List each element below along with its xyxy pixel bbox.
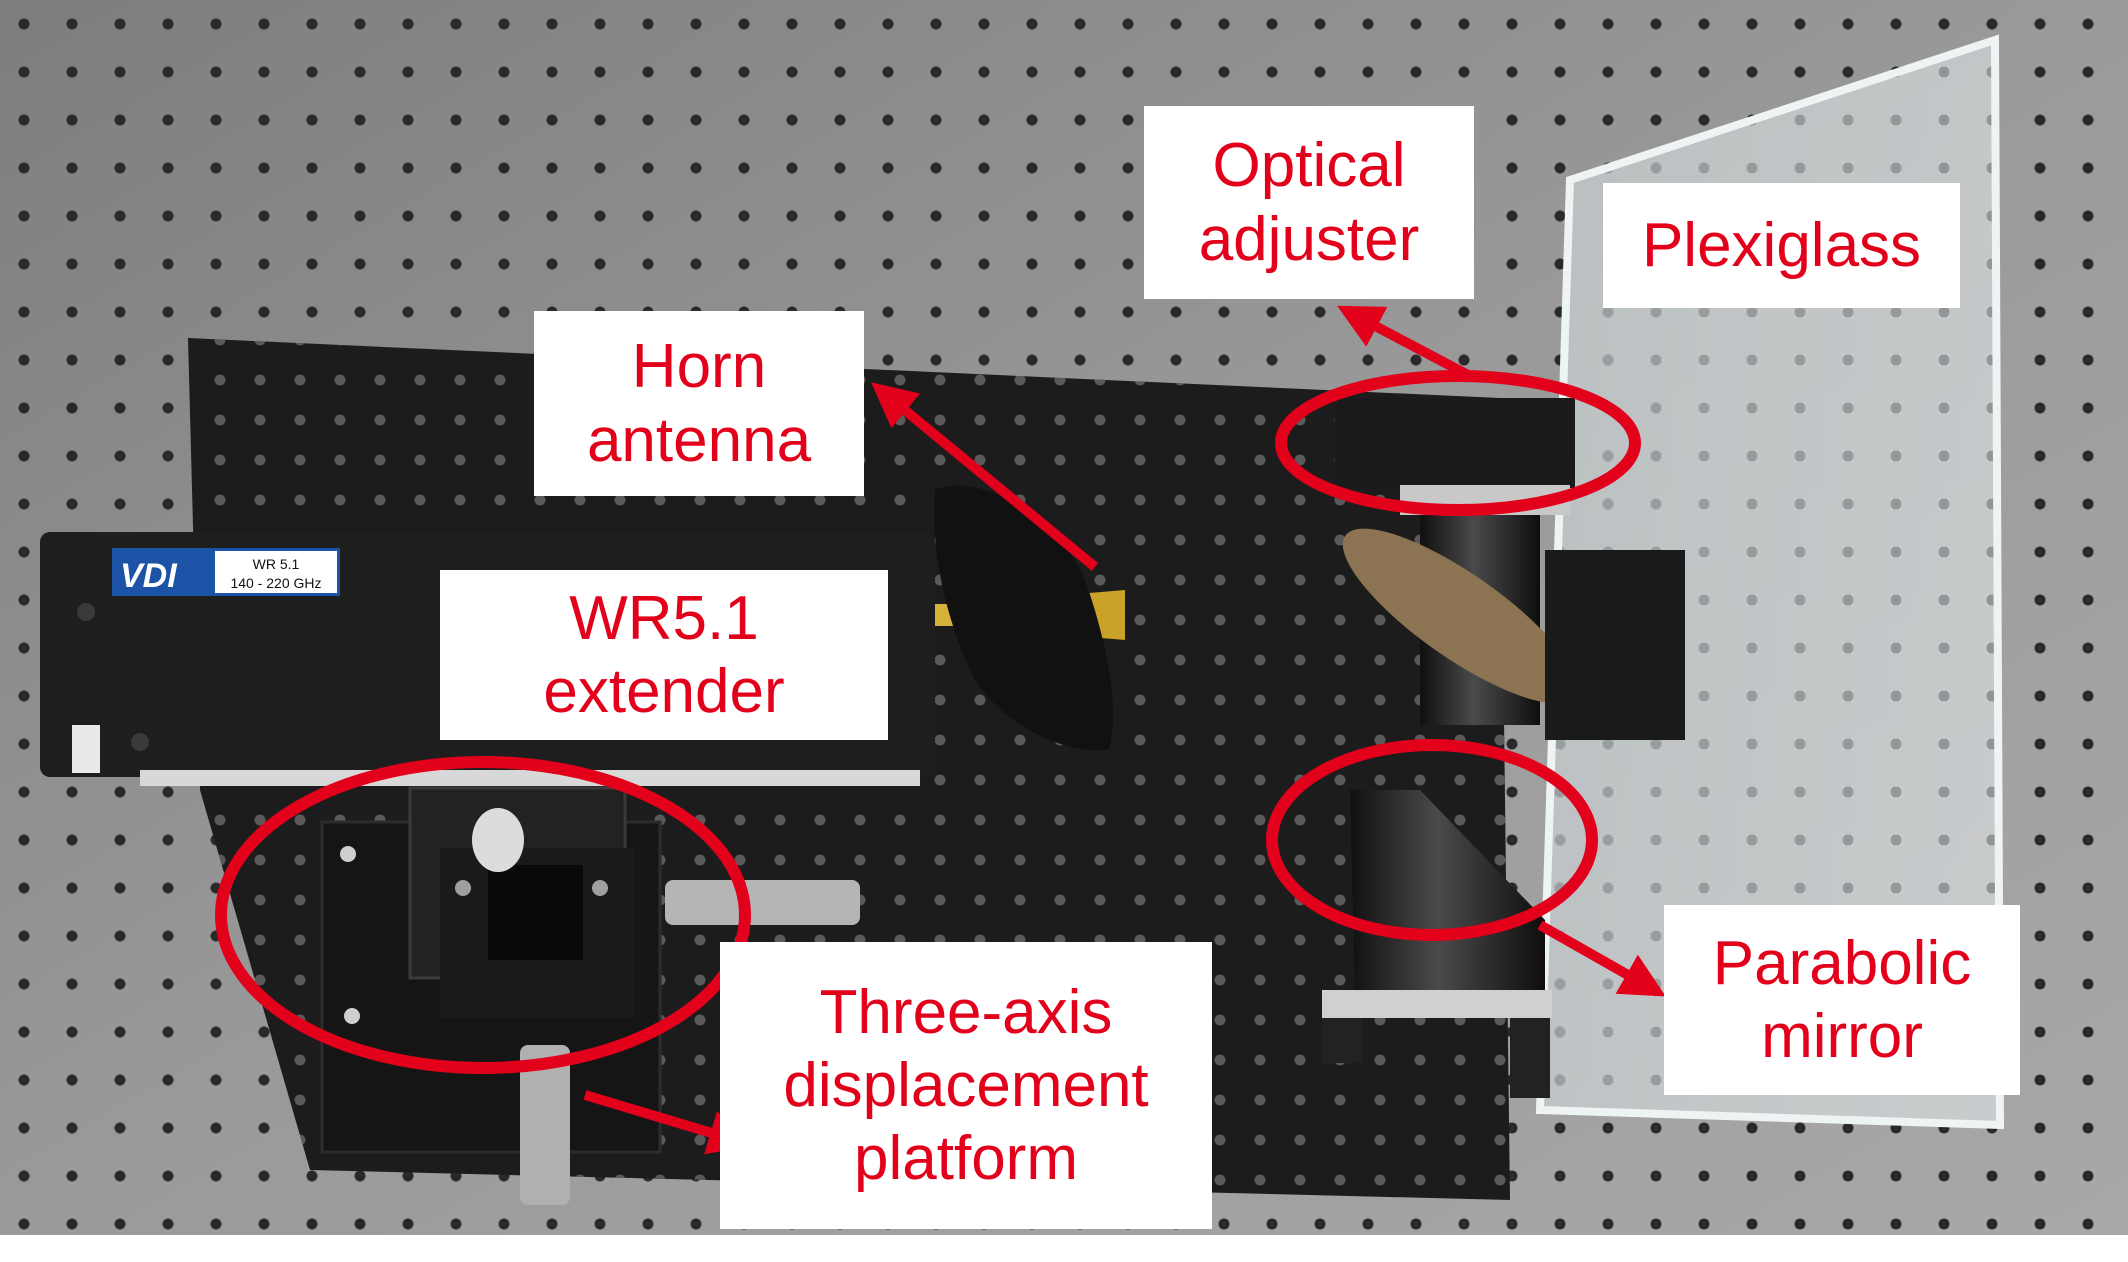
horn-arrow xyxy=(871,382,1099,571)
platform-circle xyxy=(215,756,751,1074)
adjuster-arrow xyxy=(1337,305,1471,380)
label-platform-line2: displacement xyxy=(783,1050,1149,1120)
label-platform-line1: Three-axis xyxy=(819,977,1113,1047)
vdi-logo: VDI xyxy=(120,557,178,595)
parabolic-base xyxy=(1322,990,1552,1018)
mirror-disk xyxy=(1342,528,1578,704)
adjuster-circle xyxy=(1275,370,1641,516)
label-parabolic-mirror: Parabolic mirror xyxy=(1664,905,2020,1095)
vdi-range: 140 - 220 GHz xyxy=(230,575,321,591)
label-platform-line3: platform xyxy=(854,1124,1078,1194)
label-parabolic-mirror-line2: mirror xyxy=(1761,1002,1923,1071)
photo-bottom-border xyxy=(0,1235,2128,1262)
parabolic-arrow xyxy=(1537,920,1666,997)
label-plexiglass: Plexiglass xyxy=(1603,183,1960,308)
label-optical-adjuster-line2: adjuster xyxy=(1198,204,1420,274)
extender-base xyxy=(140,770,920,786)
label-horn-antenna-line1: Horn xyxy=(631,332,767,402)
micrometer-y xyxy=(520,1045,570,1205)
plexiglass-sheet xyxy=(1535,34,2005,1130)
label-parabolic-mirror-line1: Parabolic xyxy=(1712,928,1972,998)
label-horn-antenna: Horn antenna xyxy=(534,311,864,496)
platform-shim xyxy=(488,865,583,960)
parabolic-mirror xyxy=(1350,790,1545,1000)
label-horn-antenna-line2: antenna xyxy=(586,405,812,475)
vdi-model: WR 5.1 xyxy=(253,556,300,572)
label-extender: WR5.1 extender xyxy=(440,570,888,740)
label-optical-adjuster: Optical adjuster xyxy=(1144,106,1474,299)
knob xyxy=(472,808,524,872)
vdi-model-plate xyxy=(215,551,337,593)
adjuster-mount xyxy=(1335,398,1575,488)
label-extender-line1: WR5.1 xyxy=(569,583,759,653)
label-plexiglass-line1: Plexiglass xyxy=(1641,210,1922,280)
absorber-foam xyxy=(934,485,1114,751)
micrometer-x xyxy=(665,880,860,925)
platform-arrow xyxy=(583,1090,754,1155)
label-optical-adjuster-line1: Optical xyxy=(1212,131,1406,201)
label-three-axis-platform: Three-axis displacement platform xyxy=(720,942,1212,1229)
parabolic-circle xyxy=(1266,739,1598,941)
side-mount xyxy=(1545,550,1685,740)
label-extender-line2: extender xyxy=(543,657,785,726)
